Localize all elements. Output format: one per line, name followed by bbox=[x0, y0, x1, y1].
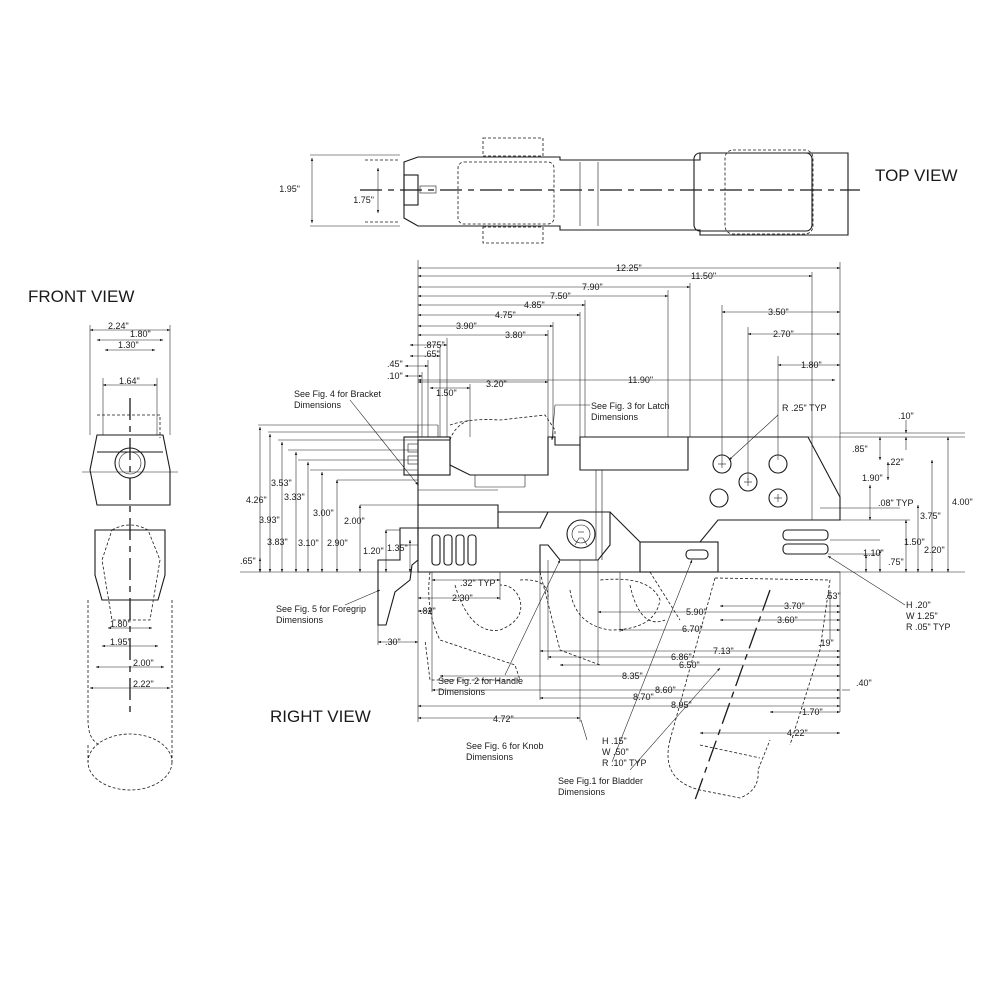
note-knob-1: See Fig. 6 for Knob bbox=[466, 741, 544, 751]
dim-650: 6.50" bbox=[679, 660, 700, 670]
dim-290: 2.90" bbox=[327, 538, 348, 548]
dim-875: .875" bbox=[424, 340, 445, 350]
dim-230: 2.30" bbox=[452, 593, 473, 603]
dim-180-front: 1.80" bbox=[130, 329, 151, 339]
dim-472: 4.72" bbox=[493, 714, 514, 724]
dim-30: .30" bbox=[385, 637, 401, 647]
dim-383: 3.83" bbox=[267, 537, 288, 547]
dim-200: 2.00" bbox=[344, 516, 365, 526]
dim-300: 3.00" bbox=[313, 508, 334, 518]
dim-224-front: 2.24" bbox=[108, 321, 129, 331]
dim-175-top: 1.75" bbox=[353, 195, 374, 205]
note-knob-spec-1: H .15" bbox=[602, 736, 627, 746]
note-bracket-1: See Fig. 4 for Bracket bbox=[294, 389, 382, 399]
dim-195-top: 1.95" bbox=[279, 184, 300, 194]
dim-1150: 11.50" bbox=[691, 271, 716, 281]
dim-422: 4.22" bbox=[787, 728, 808, 738]
right-view-drawing bbox=[240, 260, 965, 801]
dim-135: 1.35" bbox=[387, 543, 408, 553]
dim-670: 6.70" bbox=[682, 624, 703, 634]
dim-310: 3.10" bbox=[298, 538, 319, 548]
front-view-drawing bbox=[82, 325, 178, 791]
dim-686: 6.86" bbox=[671, 652, 692, 662]
note-handle-1: See Fig. 2 for Handle bbox=[438, 676, 523, 686]
dim-75: .75" bbox=[888, 557, 904, 567]
dim-870: 8.70" bbox=[633, 692, 654, 702]
right-view-title: RIGHT VIEW bbox=[270, 707, 371, 726]
note-knob-spec-2: W .50" bbox=[602, 747, 629, 757]
dim-380: 3.80" bbox=[505, 330, 526, 340]
dim-10: .10" bbox=[387, 371, 403, 381]
note-handle-2: Dimensions bbox=[438, 687, 486, 697]
dim-320: 3.20" bbox=[486, 379, 507, 389]
dim-82: .82" bbox=[420, 606, 436, 616]
dim-370: 3.70" bbox=[784, 601, 805, 611]
dim-130-front: 1.30" bbox=[118, 340, 139, 350]
dim-32typ: .32" TYP bbox=[460, 578, 496, 588]
dim-40: .40" bbox=[856, 678, 872, 688]
note-knob-spec-3: R .10" TYP bbox=[602, 758, 647, 768]
dim-860: 8.60" bbox=[655, 685, 676, 695]
note-bladder-2: Dimensions bbox=[558, 787, 606, 797]
dim-393: 3.93" bbox=[259, 515, 280, 525]
dim-164-front: 1.64" bbox=[119, 376, 140, 386]
dim-10-right: .10" bbox=[898, 411, 914, 421]
dim-220: 2.20" bbox=[924, 545, 945, 555]
dim-750: 7.50" bbox=[550, 291, 571, 301]
dim-353: 3.53" bbox=[271, 478, 292, 488]
note-knob-2: Dimensions bbox=[466, 752, 514, 762]
dim-65: .65" bbox=[424, 349, 440, 359]
dim-120: 1.20" bbox=[363, 546, 384, 556]
dim-180-right: 1.80" bbox=[801, 360, 822, 370]
dim-360: 3.60" bbox=[777, 615, 798, 625]
top-view-drawing bbox=[310, 137, 860, 244]
dim-200-front: 2.00" bbox=[133, 658, 154, 668]
dim-790: 7.90" bbox=[582, 282, 603, 292]
dim-390: 3.90" bbox=[456, 321, 477, 331]
note-latch-1: See Fig. 3 for Latch bbox=[591, 401, 670, 411]
front-view-title: FRONT VIEW bbox=[28, 287, 134, 306]
dim-53: .53" bbox=[825, 591, 841, 601]
dim-895: 8.95" bbox=[671, 700, 692, 710]
dim-222-front: 2.22" bbox=[133, 679, 154, 689]
dim-485: 4.85" bbox=[524, 300, 545, 310]
note-foregrip-2: Dimensions bbox=[276, 615, 324, 625]
dim-400: 4.00" bbox=[952, 497, 973, 507]
dim-590: 5.90" bbox=[686, 607, 707, 617]
note-latch-2: Dimensions bbox=[591, 412, 639, 422]
note-r25: R .25" TYP bbox=[782, 403, 827, 413]
dim-170: 1.70" bbox=[802, 707, 823, 717]
note-slot-spec-3: R .05" TYP bbox=[906, 622, 951, 632]
note-bracket-2: Dimensions bbox=[294, 400, 342, 410]
dim-150: 1.50" bbox=[436, 388, 457, 398]
dim-835: 8.35" bbox=[622, 671, 643, 681]
dim-190: 1.90" bbox=[862, 473, 883, 483]
dim-195-front: 1.95" bbox=[110, 637, 131, 647]
dim-350: 3.50" bbox=[768, 307, 789, 317]
dim-713: 7.13" bbox=[713, 646, 734, 656]
dim-85: .85" bbox=[852, 444, 868, 454]
dim-270: 2.70" bbox=[773, 329, 794, 339]
dim-19: .19" bbox=[818, 638, 834, 648]
note-foregrip-1: See Fig. 5 for Foregrip bbox=[276, 604, 366, 614]
dim-150-right: 1.50" bbox=[904, 537, 925, 547]
dim-08typ: .08" TYP bbox=[878, 498, 914, 508]
dim-110: 1.10" bbox=[863, 548, 884, 558]
dim-45: .45" bbox=[387, 359, 403, 369]
dim-180b-front: 1.80" bbox=[110, 619, 131, 629]
dim-333: 3.33" bbox=[284, 492, 305, 502]
note-slot-spec-2: W 1.25" bbox=[906, 611, 938, 621]
dim-65-left: .65" bbox=[240, 556, 256, 566]
note-bladder-1: See Fig.1 for Bladder bbox=[558, 776, 643, 786]
top-view-title: TOP VIEW bbox=[875, 166, 958, 185]
dim-375: 3.75" bbox=[920, 511, 941, 521]
dim-1190: 11.90" bbox=[628, 375, 653, 385]
dim-22: .22" bbox=[888, 457, 904, 467]
dim-426: 4.26" bbox=[246, 495, 267, 505]
note-slot-spec-1: H .20" bbox=[906, 600, 931, 610]
dim-475: 4.75" bbox=[495, 310, 516, 320]
dim-1225: 12.25" bbox=[616, 263, 642, 273]
